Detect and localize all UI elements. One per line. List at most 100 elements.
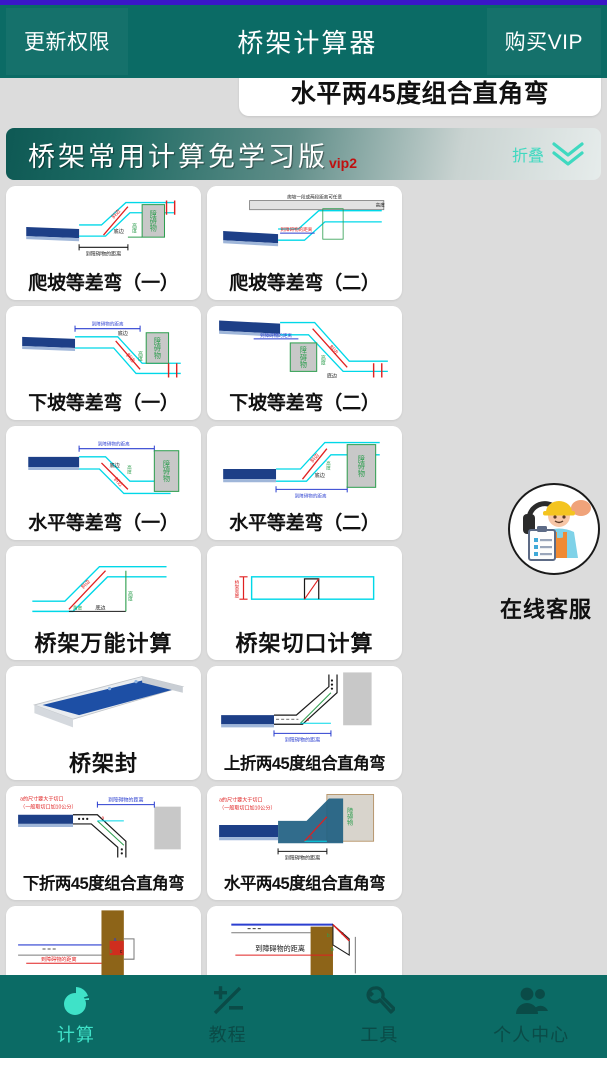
svg-text:b: b bbox=[327, 933, 330, 939]
vip2-badge: vip2 bbox=[329, 154, 358, 171]
card-label: 下折两45度组合直角弯 bbox=[22, 874, 185, 893]
pie-chart-icon bbox=[60, 986, 92, 1016]
calculation-card[interactable]: 斜边到障碍物的距离底边障碍物高度下坡等差弯（一） bbox=[6, 306, 201, 420]
svg-text:a的尺寸要大于切口: a的尺寸要大于切口 bbox=[20, 796, 63, 803]
svg-text:障碍物: 障碍物 bbox=[163, 460, 171, 483]
chevron-double-down-icon bbox=[551, 141, 585, 167]
svg-text:到障碍物的距离: 到障碍物的距离 bbox=[285, 855, 321, 862]
card-label: 桥架封 bbox=[68, 750, 138, 776]
collapse-toggle[interactable]: 折叠 bbox=[512, 141, 585, 167]
card-label: 下坡等差弯（一） bbox=[28, 393, 179, 414]
home-indicator-area bbox=[0, 1058, 607, 1080]
calculation-card[interactable]: 斜边到障碍物的距离障碍物高度底边下坡等差弯（二） bbox=[207, 306, 402, 420]
svg-text:底边: 底边 bbox=[110, 462, 120, 469]
card-thumbnail-universal-calc: 斜边高度底边角度 bbox=[6, 546, 201, 626]
update-permission-button[interactable]: 更新权限 bbox=[6, 8, 128, 75]
card-label: 爬坡等差弯（一） bbox=[28, 273, 179, 294]
calculation-card[interactable]: 斜边高度底边到障碍物的距离障碍物水平等差弯（二） bbox=[207, 426, 402, 540]
svg-text:a: a bbox=[114, 937, 117, 943]
card-label: 水平两45度组合直角弯 bbox=[290, 80, 550, 108]
nav-label: 计算 bbox=[56, 1025, 95, 1045]
svg-text:a的尺寸要大于切口: a的尺寸要大于切口 bbox=[219, 797, 262, 804]
card-thumbnail-slope-up-equal-diff-2: 爬坡一段或两段距离可任意到障碍物的距离高度 bbox=[207, 186, 402, 266]
calculation-card[interactable]: 桥架宽度桥架切口计算 bbox=[207, 546, 402, 660]
svg-text:底边: 底边 bbox=[118, 330, 128, 337]
online-customer-service-button[interactable] bbox=[508, 483, 600, 575]
content-scroll-area[interactable]: 水平两45度组合直角弯 桥架常用计算免学习版 vip2 折叠 斜边障碍物高度到障… bbox=[0, 78, 607, 975]
svg-text:到障碍物的距离: 到障碍物的距离 bbox=[255, 944, 305, 953]
card-label: 水平等差弯（一） bbox=[28, 513, 179, 534]
svg-text:斜边: 斜边 bbox=[124, 352, 136, 364]
previous-section-peek-row: 水平两45度组合直角弯 bbox=[0, 78, 607, 122]
svg-text:障碍物: 障碍物 bbox=[149, 209, 157, 232]
banner-title-wrap: 桥架常用计算免学习版 vip2 bbox=[28, 135, 357, 174]
support-agent-icon bbox=[511, 485, 597, 573]
svg-text:到障碍物的距离: 到障碍物的距离 bbox=[86, 250, 122, 257]
svg-text:到障碍物的距离: 到障碍物的距离 bbox=[280, 226, 312, 233]
section-banner-common-calc[interactable]: 桥架常用计算免学习版 vip2 折叠 bbox=[6, 128, 601, 180]
card-label: 上折两45度组合直角弯 bbox=[223, 754, 386, 773]
card-label: 下坡等差弯（二） bbox=[229, 393, 380, 414]
card-label: 水平等差弯（二） bbox=[229, 513, 380, 534]
svg-text:a: a bbox=[101, 815, 104, 820]
nav-label: 教程 bbox=[208, 1025, 247, 1045]
nav-item-calculate[interactable]: 计算 bbox=[0, 986, 152, 1047]
calculation-card[interactable]: 斜边高度底边角度桥架万能计算 bbox=[6, 546, 201, 660]
svg-text:c: c bbox=[120, 949, 123, 955]
svg-text:底边: 底边 bbox=[114, 228, 124, 235]
card-thumbnail-slope-down-equal-diff-1: 斜边到障碍物的距离底边障碍物高度 bbox=[6, 306, 201, 386]
card-thumbnail-notch-calc: 桥架宽度 bbox=[207, 546, 402, 626]
svg-text:高度: 高度 bbox=[320, 355, 326, 367]
svg-text:到障碍物的距离: 到障碍物的距离 bbox=[295, 492, 327, 499]
svg-text:b: b bbox=[110, 949, 113, 955]
svg-text:到障碍物的距离: 到障碍物的距离 bbox=[98, 441, 130, 448]
svg-text:高度: 高度 bbox=[376, 202, 386, 209]
svg-text:底边: 底边 bbox=[95, 604, 105, 611]
tools-icon bbox=[363, 986, 396, 1016]
bottom-navigation-bar: 计算 教程 工具 个人中心 bbox=[0, 975, 607, 1058]
buy-vip-button[interactable]: 购买VIP bbox=[486, 8, 601, 75]
card-horizontal-two45-right-angle-peek[interactable]: 水平两45度组合直角弯 bbox=[239, 78, 601, 116]
svg-text:底边: 底边 bbox=[327, 372, 337, 379]
nav-label: 工具 bbox=[360, 1025, 399, 1045]
page-title: 桥架计算器 bbox=[237, 28, 378, 58]
app-header: 更新权限 桥架计算器 购买VIP bbox=[0, 5, 607, 78]
svg-text:角度: 角度 bbox=[73, 604, 83, 611]
collapse-label: 折叠 bbox=[511, 148, 544, 165]
card-thumbnail-slope-down-equal-diff-2: 斜边到障碍物的距离障碍物高度底边 bbox=[207, 306, 402, 386]
svg-text:斜边: 斜边 bbox=[80, 578, 92, 590]
calculation-card[interactable]: bcb到障碍物的距离过墙下折两45度组合 bbox=[207, 906, 402, 975]
svg-text:到障碍物的距离: 到障碍物的距离 bbox=[41, 956, 77, 963]
card-label: 桥架切口计算 bbox=[235, 630, 374, 656]
calculation-card[interactable]: 斜边到障碍物的距离底边高度障碍物水平等差弯（一） bbox=[6, 426, 201, 540]
calculation-card[interactable]: acb到障碍物的距离过墙上折两45度组合 bbox=[6, 906, 201, 975]
status-bar-strip bbox=[0, 0, 607, 5]
banner-title: 桥架常用计算免学习版 bbox=[28, 141, 328, 173]
svg-text:到障碍物的距离: 到障碍物的距离 bbox=[285, 737, 321, 744]
svg-text:障碍物: 障碍物 bbox=[357, 455, 365, 478]
nav-item-profile[interactable]: 个人中心 bbox=[455, 986, 607, 1047]
nav-item-tools[interactable]: 工具 bbox=[304, 986, 456, 1047]
svg-text:桥架宽度: 桥架宽度 bbox=[234, 579, 240, 600]
calculation-card[interactable]: 桥架封 bbox=[6, 666, 201, 780]
svg-text:（一般取切口加10公分）: （一般取切口加10公分） bbox=[20, 804, 76, 811]
svg-text:斜边: 斜边 bbox=[110, 208, 122, 220]
svg-text:障碍物: 障碍物 bbox=[153, 337, 161, 360]
svg-text:到障碍物的距离: 到障碍物的距离 bbox=[260, 332, 292, 339]
nav-item-tutorial[interactable]: 教程 bbox=[152, 986, 304, 1047]
svg-text:（一般取切口加10公分）: （一般取切口加10公分） bbox=[219, 805, 275, 812]
calculation-card[interactable]: 爬坡一段或两段距离可任意到障碍物的距离高度爬坡等差弯（二） bbox=[207, 186, 402, 300]
svg-text:高度: 高度 bbox=[131, 222, 137, 234]
svg-text:障碍物: 障碍物 bbox=[299, 346, 307, 369]
calculation-card[interactable]: 斜边 障碍物高度到障碍物的距离 底边爬坡等差弯（一） bbox=[6, 186, 201, 300]
card-label: 桥架万能计算 bbox=[34, 630, 173, 656]
